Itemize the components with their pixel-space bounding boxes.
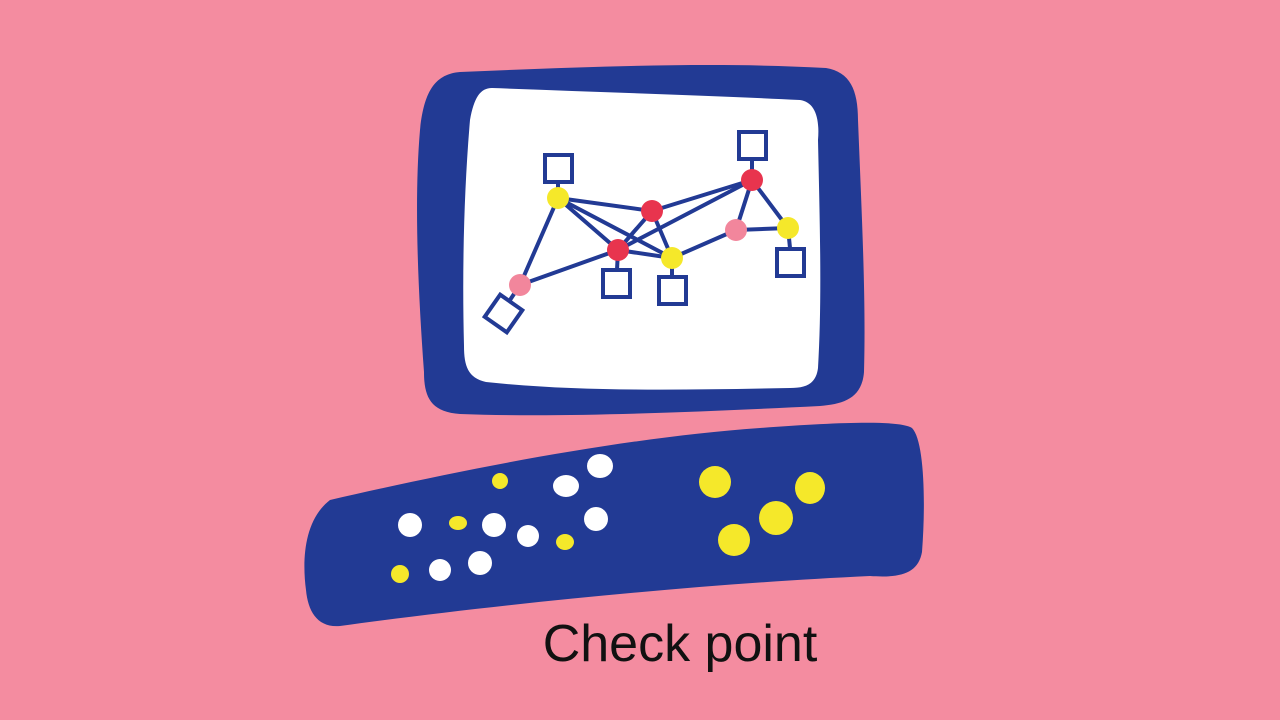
key-yellow-large xyxy=(718,524,750,556)
node-pink xyxy=(509,274,531,296)
slide-caption: Check point xyxy=(542,615,818,673)
node-pink xyxy=(725,219,747,241)
key-white xyxy=(584,507,608,531)
key-white xyxy=(517,525,539,547)
node-yellow xyxy=(547,187,569,209)
network-terminals xyxy=(481,130,806,336)
key-yellow xyxy=(492,473,508,489)
key-yellow-large xyxy=(699,466,731,498)
terminal-square xyxy=(657,275,688,306)
terminal-square xyxy=(481,291,526,336)
key-white xyxy=(553,475,579,497)
node-yellow xyxy=(661,247,683,269)
node-red xyxy=(607,239,629,261)
network-nodes xyxy=(509,169,799,296)
node-red xyxy=(741,169,763,191)
node-yellow xyxy=(777,217,799,239)
node-red xyxy=(641,200,663,222)
keyboard-body xyxy=(304,422,924,627)
terminal-square xyxy=(601,268,632,299)
terminal-square xyxy=(543,153,574,184)
key-yellow-large xyxy=(759,501,793,535)
key-white xyxy=(587,454,613,478)
key-white xyxy=(482,513,506,537)
key-yellow xyxy=(556,534,574,550)
key-yellow xyxy=(449,516,467,530)
terminal-square xyxy=(775,247,806,278)
keyboard-keys xyxy=(391,454,825,583)
terminal-square xyxy=(737,130,768,161)
key-white xyxy=(398,513,422,537)
key-white xyxy=(429,559,451,581)
key-yellow-large xyxy=(795,472,825,504)
key-yellow xyxy=(391,565,409,583)
key-white xyxy=(468,551,492,575)
